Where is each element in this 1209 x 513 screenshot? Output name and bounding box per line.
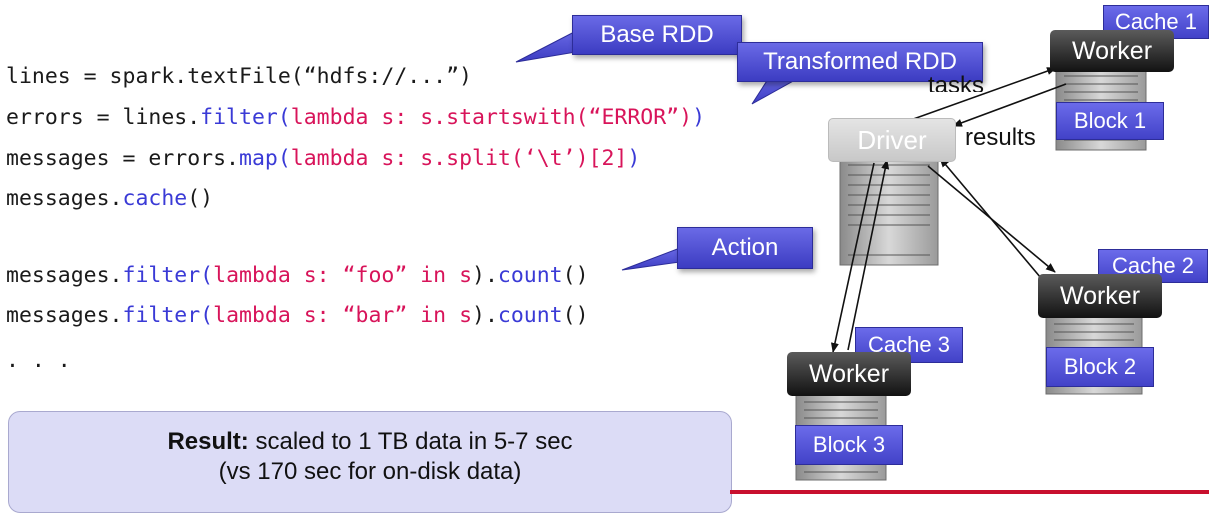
code-ellipsis: . . . bbox=[6, 348, 71, 373]
arrow-tasks-worker1 bbox=[904, 67, 1057, 123]
code-text: () bbox=[187, 186, 214, 211]
action-callout: Action bbox=[677, 227, 813, 269]
results-label: results bbox=[965, 124, 1036, 151]
code-line-4: messages.cache() bbox=[6, 186, 213, 212]
code-paren: ( bbox=[200, 303, 214, 328]
code-text: errors = lines. bbox=[6, 105, 201, 130]
result-text: scaled to 1 TB data in 5-7 sec bbox=[248, 428, 573, 455]
code-paren: ( bbox=[277, 105, 291, 130]
code-text: () bbox=[562, 263, 589, 288]
code-text: messages. bbox=[6, 263, 123, 288]
code-line-3: messages = errors.map(lambda s: s.split(… bbox=[6, 146, 640, 172]
code-method: filter bbox=[122, 263, 201, 288]
code-paren: ( bbox=[277, 146, 291, 171]
code-paren: ) bbox=[627, 146, 641, 171]
driver-box: Driver bbox=[828, 118, 956, 162]
worker-3-box: Worker bbox=[787, 352, 911, 396]
worker-2-box: Worker bbox=[1038, 274, 1162, 318]
worker-1-box: Worker bbox=[1050, 30, 1174, 72]
action-pointer bbox=[621, 247, 681, 271]
code-text: messages. bbox=[6, 186, 123, 211]
code-method: map bbox=[239, 146, 278, 171]
code-text: messages = errors. bbox=[6, 146, 239, 171]
tasks-label: tasks bbox=[928, 74, 985, 92]
code-lambda: lambda s: s.startswith(“ERROR”) bbox=[290, 105, 693, 130]
code-line-5: messages.filter(lambda s: “foo” in s).co… bbox=[6, 263, 589, 289]
code-text: lines = spark.textFile(“hdfs://...”) bbox=[6, 64, 472, 89]
code-text: messages. bbox=[6, 303, 123, 328]
code-method: count bbox=[497, 263, 563, 288]
arrow-results-worker1 bbox=[952, 83, 1067, 127]
code-line-6: messages.filter(lambda s: “bar” in s).co… bbox=[6, 303, 589, 329]
base-rdd-callout: Base RDD bbox=[572, 15, 742, 55]
arrow-results-worker3 bbox=[847, 159, 890, 351]
block-1-tag: Block 1 bbox=[1056, 102, 1164, 140]
server-tower-driver bbox=[839, 144, 939, 266]
code-line-1: lines = spark.textFile(“hdfs://...”) bbox=[6, 64, 472, 90]
result-line-2: (vs 170 sec for on-disk data) bbox=[218, 458, 522, 485]
code-line-2: errors = lines.filter(lambda s: s.starts… bbox=[6, 105, 705, 131]
code-method: cache bbox=[122, 186, 188, 211]
code-lambda: lambda s: s.split(‘\t’)[2] bbox=[290, 146, 628, 171]
code-paren: ) bbox=[692, 105, 706, 130]
code-method: filter bbox=[200, 105, 278, 130]
code-lambda: lambda s: “bar” in s bbox=[213, 303, 473, 328]
code-text: () bbox=[562, 303, 589, 328]
footer-accent-line bbox=[730, 490, 1209, 494]
cache-1-tag: Cache 1 bbox=[1103, 5, 1209, 39]
arrow-results-worker2 bbox=[939, 157, 1047, 285]
result-label: Result: bbox=[167, 428, 249, 455]
code-text: ). bbox=[472, 303, 498, 328]
block-2-tag: Block 2 bbox=[1046, 347, 1154, 387]
arrow-tasks-worker3 bbox=[830, 162, 875, 353]
result-box: Result: scaled to 1 TB data in 5-7 sec (… bbox=[8, 411, 732, 513]
code-lambda: lambda s: “foo” in s bbox=[213, 263, 473, 288]
result-line-1: Result: scaled to 1 TB data in 5-7 sec bbox=[9, 427, 731, 457]
code-method: filter bbox=[122, 303, 201, 328]
code-text: ). bbox=[472, 263, 498, 288]
transformed-rdd-callout: Transformed RDD bbox=[737, 42, 983, 82]
code-paren: ( bbox=[200, 263, 214, 288]
code-method: count bbox=[497, 303, 563, 328]
block-3-tag: Block 3 bbox=[795, 425, 903, 465]
